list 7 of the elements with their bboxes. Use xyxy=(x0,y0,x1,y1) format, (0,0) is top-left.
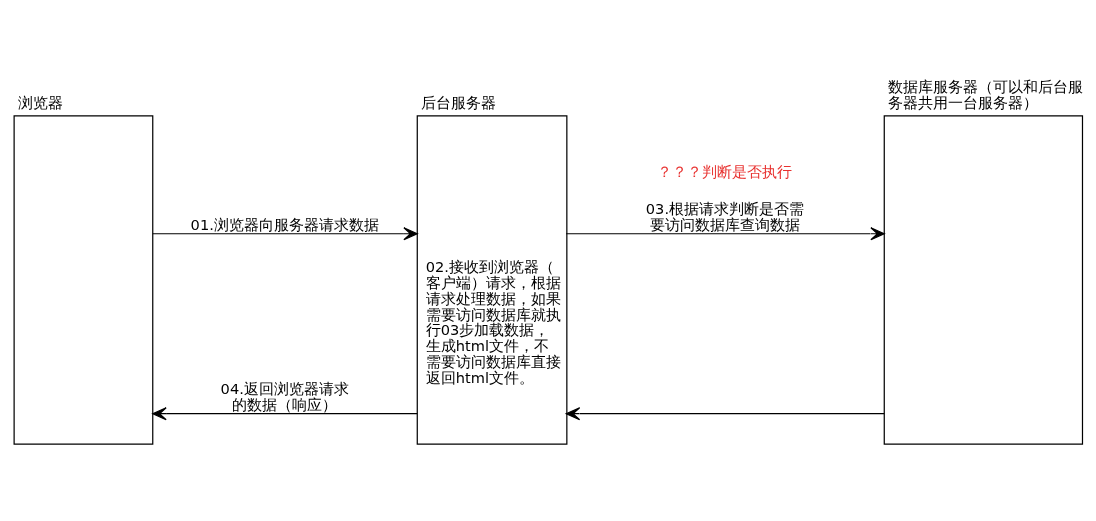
node-label: 数据库服务器（可以和后台服务器共用一台服务器） xyxy=(887,78,1083,111)
node-label: 后台服务器 xyxy=(420,94,496,111)
edge-label: 01.浏览器向服务器请求数据 xyxy=(190,215,379,233)
node-label: 浏览器 xyxy=(17,94,63,111)
label: ？？？判断是否执行 xyxy=(657,162,793,180)
edge-label: 04.返回浏览器请求的数据（响应） xyxy=(220,379,349,413)
edge-label: 03.根据请求判断是否需要访问数据库查询数据 xyxy=(645,199,805,233)
